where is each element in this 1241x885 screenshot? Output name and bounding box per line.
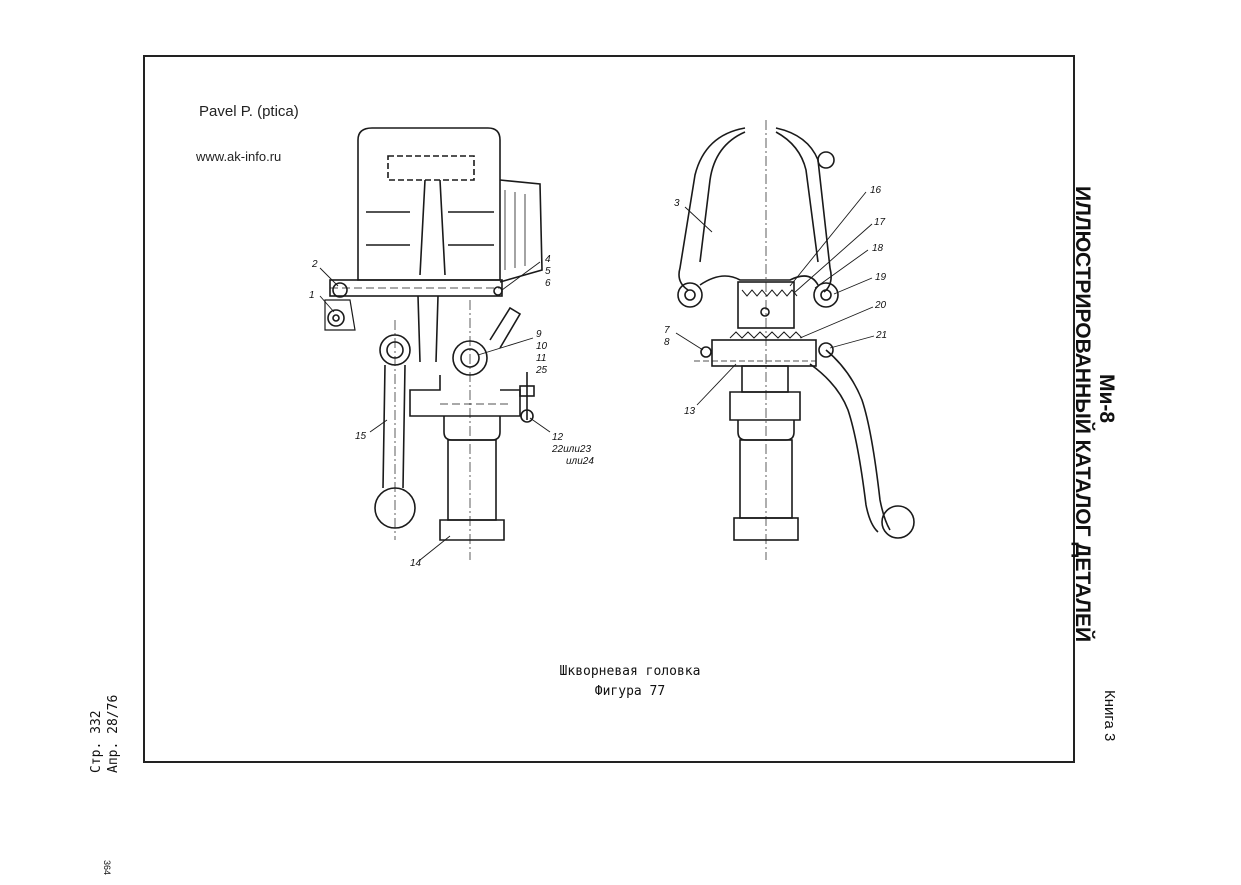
callout-4: 4 (545, 254, 551, 265)
left-view (319, 127, 551, 561)
callout-2: 2 (311, 259, 318, 270)
callout-22-23: 22или23 (551, 444, 591, 455)
callout-12: 12 (552, 432, 564, 443)
watermark-author: Pavel P. (ptica) (199, 103, 299, 120)
callout-10: 10 (536, 341, 548, 352)
callout-25: 25 (535, 365, 548, 376)
callout-16: 16 (870, 185, 882, 196)
callout-17: 17 (874, 217, 886, 228)
callout-7: 7 (664, 325, 670, 336)
callout-13: 13 (684, 406, 696, 417)
callout-21: 21 (875, 330, 887, 341)
callout-19: 19 (875, 272, 887, 283)
callout-24: или24 (566, 456, 594, 467)
book-label: Книга 3 (1101, 690, 1118, 742)
catalog-header: Ми-8 ИЛЛЮСТРИРОВАННЫЙ КАТАЛОГ ДЕТАЛЕЙ (1070, 186, 1118, 646)
callout-3: 3 (674, 198, 680, 209)
caption-title: Шкворневая головка (559, 664, 701, 679)
sheet-number: 364 (102, 860, 112, 876)
callout-11: 11 (536, 353, 546, 364)
page-info: Стр. 332 Апр. 28/76 (88, 695, 122, 773)
callout-9: 9 (536, 329, 542, 340)
callout-14: 14 (410, 558, 422, 569)
callout-18: 18 (872, 243, 884, 254)
callout-15: 15 (355, 431, 367, 442)
page-ref: Стр. 332 (89, 710, 104, 773)
callout-5: 5 (545, 266, 551, 277)
date-ref: Апр. 28/76 (106, 694, 121, 773)
callout-1: 1 (309, 290, 315, 301)
right-view (675, 120, 915, 560)
catalog-model: Ми-8 (1095, 374, 1118, 424)
watermark-site: www.ak-info.ru (196, 149, 282, 164)
callout-6: 6 (545, 278, 551, 289)
caption-figure: Фигура 77 (594, 684, 666, 699)
catalog-name: ИЛЛЮСТРИРОВАННЫЙ КАТАЛОГ ДЕТАЛЕЙ (1071, 186, 1094, 643)
figure-caption: Шкворневая головка Фигура 77 (520, 662, 740, 702)
drawing-frame (143, 55, 1075, 763)
callout-8: 8 (664, 337, 670, 348)
callout-20: 20 (874, 300, 887, 311)
